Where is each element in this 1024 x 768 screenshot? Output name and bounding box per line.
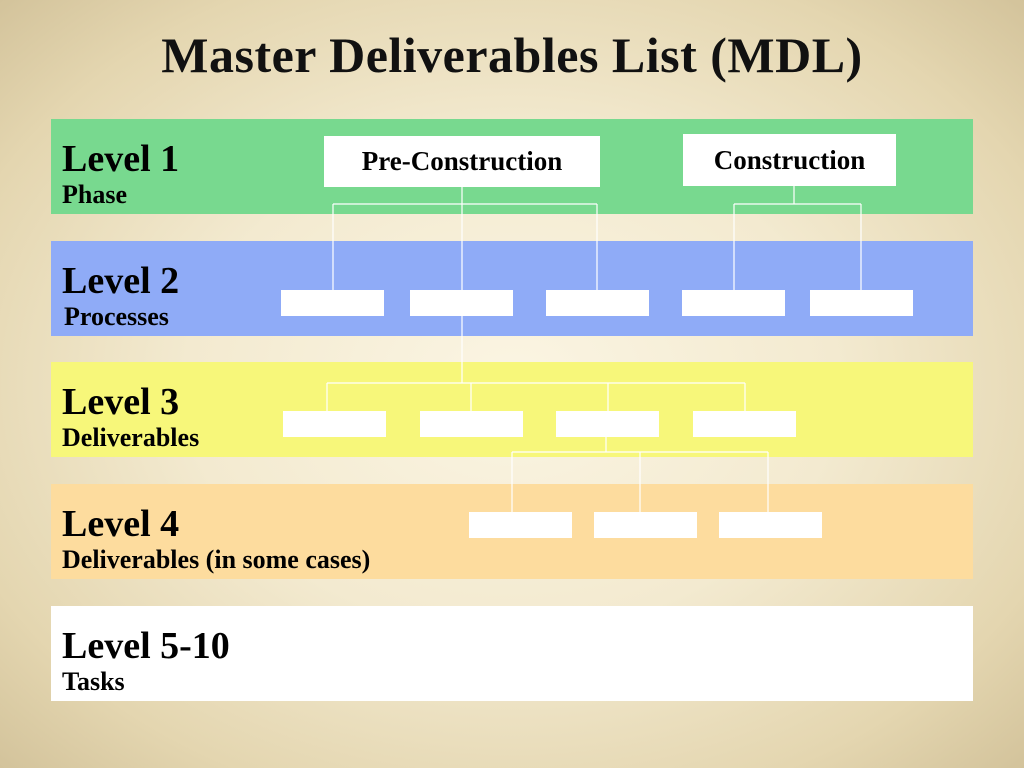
- level-5-10-description: Tasks: [62, 667, 125, 696]
- level-3-description: Deliverables: [62, 423, 200, 452]
- sub-deliverable-box: [719, 512, 822, 538]
- sub-deliverable-box: [469, 512, 572, 538]
- level-2-description: Processes: [64, 302, 169, 331]
- process-box: [546, 290, 649, 316]
- process-box: [682, 290, 785, 316]
- sub-deliverable-box: [594, 512, 697, 538]
- level-5-10-band: Level 5-10 Tasks: [51, 606, 973, 701]
- level-1-label: Level 1: [62, 138, 180, 180]
- level-3-band: Level 3 Deliverables: [51, 362, 973, 457]
- level-2-band: Level 2 Processes: [51, 241, 973, 336]
- level-1-description: Phase: [62, 180, 127, 209]
- pre-construction-box: Pre-Construction: [324, 136, 600, 187]
- level-3-label: Level 3: [62, 381, 180, 423]
- level-4-label: Level 4: [62, 503, 180, 545]
- level-5-10-label: Level 5-10: [62, 625, 230, 667]
- level-2-label: Level 2: [62, 260, 180, 302]
- process-box: [810, 290, 913, 316]
- deliverable-box: [283, 411, 386, 437]
- level-4-description: Deliverables (in some cases): [62, 545, 371, 574]
- deliverable-box: [420, 411, 523, 437]
- page-title: Master Deliverables List (MDL): [161, 27, 863, 83]
- construction-box: Construction: [683, 134, 896, 186]
- process-box: [410, 290, 513, 316]
- deliverable-box: [556, 411, 659, 437]
- deliverable-box: [693, 411, 796, 437]
- process-box: [281, 290, 384, 316]
